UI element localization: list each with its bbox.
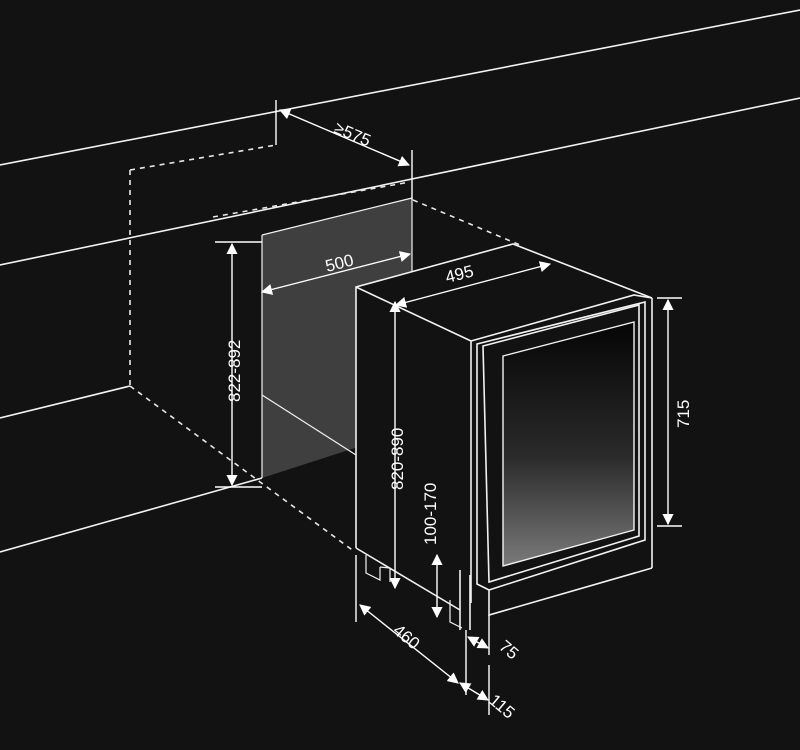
- label-depth-min: ≥575: [331, 118, 373, 150]
- dim-toe-75: 75: [465, 615, 522, 695]
- dim-door-height: 715: [657, 297, 693, 527]
- niche-outline: [129, 144, 521, 553]
- label-base-depth: 460: [389, 621, 423, 654]
- dim-niche-height: 822-892: [215, 241, 262, 488]
- wine-cooler-unit: [355, 243, 653, 630]
- dim-unit-height: 820-890: [388, 300, 407, 590]
- countertop-lines: [0, 9, 800, 553]
- label-unit-height: 820-890: [388, 428, 407, 490]
- label-niche-height: 822-892: [225, 340, 244, 402]
- label-feet-height: 100-170: [421, 483, 440, 545]
- label-door-height: 715: [674, 400, 693, 428]
- label-toe-75: 75: [495, 637, 522, 664]
- label-toe-115: 115: [485, 691, 518, 723]
- dim-toe-115: 115: [459, 665, 518, 723]
- glass-door: [502, 321, 635, 567]
